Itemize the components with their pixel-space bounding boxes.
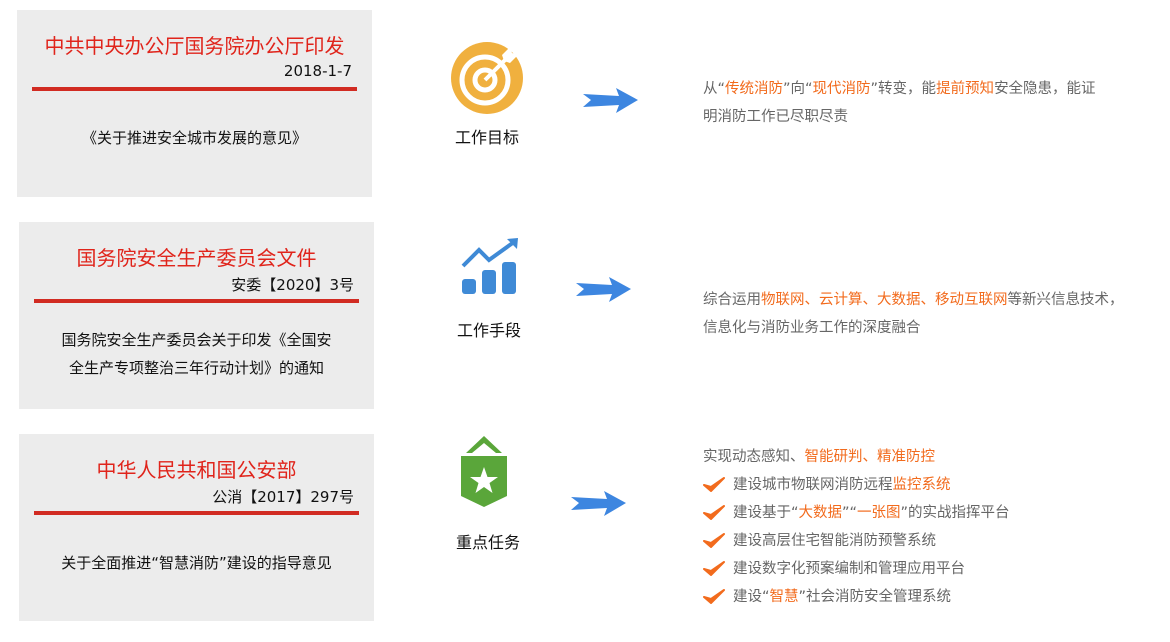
text-segment: 建设数字化预案编制和管理应用平台 bbox=[733, 561, 965, 577]
highlight-text: 现代消防 bbox=[812, 81, 871, 97]
text-segment: 从“ bbox=[703, 81, 726, 97]
document-body: 《关于推进安全城市发展的意见》 bbox=[27, 124, 362, 152]
arrow-right-icon bbox=[571, 491, 626, 516]
document-number: 安委【2020】3号 bbox=[231, 276, 354, 294]
checkmark-icon bbox=[703, 561, 725, 576]
document-body: 国务院安全生产委员会关于印发《全国安全生产专项整治三年行动计划》的通知 bbox=[29, 326, 364, 382]
text-segment: 明消防工作已尽职尽责 bbox=[703, 109, 848, 125]
text-segment: ”社会消防安全管理系统 bbox=[798, 589, 952, 605]
goal-description: 从“传统消防”向“现代消防”转变，能提前预知安全隐患，能证明消防工作已尽职尽责 bbox=[703, 75, 1170, 131]
highlight-text: 传统消防 bbox=[725, 81, 784, 97]
divider bbox=[34, 299, 359, 303]
description-line: 信息化与消防业务工作的深度融合 bbox=[703, 314, 1170, 342]
task-item: 建设数字化预案编制和管理应用平台 bbox=[703, 555, 1170, 583]
highlight-text: 一张图 bbox=[857, 505, 901, 521]
document-card-3: 中华人民共和国公安部 公消【2017】297号 关于全面推进“智慧消防”建设的指… bbox=[19, 434, 374, 621]
highlight-text: 物联网、云计算、大数据、移动互联网 bbox=[761, 292, 1008, 308]
description-line: 实现动态感知、智能研判、精准防控 bbox=[703, 443, 1170, 471]
text-segment: 安全隐患，能证 bbox=[994, 81, 1096, 97]
checkmark-icon bbox=[703, 505, 725, 520]
highlight-text: 大数据 bbox=[798, 505, 843, 521]
growth-chart-icon bbox=[461, 238, 518, 294]
text-segment: 建设基于“ bbox=[733, 505, 799, 521]
text-segment: ”转变，能 bbox=[870, 81, 937, 97]
highlight-text: 智能研判、精准防控 bbox=[804, 449, 936, 465]
document-name-line: 国务院安全生产委员会关于印发《全国安 bbox=[61, 331, 332, 349]
document-issuer: 中共中央办公厅国务院办公厅印发 bbox=[44, 34, 345, 58]
tasks-description: 实现动态感知、智能研判、精准防控建设城市物联网消防远程监控系统建设基于“大数据”… bbox=[703, 443, 1170, 611]
document-issuer: 国务院安全生产委员会文件 bbox=[76, 246, 317, 270]
arrow-right-icon bbox=[576, 277, 631, 302]
divider bbox=[34, 511, 359, 515]
text-segment: 实现动态感知、 bbox=[703, 449, 805, 465]
stage-label: 工作目标 bbox=[454, 128, 519, 147]
target-icon bbox=[451, 42, 523, 114]
text-segment: 建设高层住宅智能消防预警系统 bbox=[733, 533, 936, 549]
star-badge-icon bbox=[461, 436, 507, 507]
document-name: 关于全面推进“智慧消防”建设的指导意见 bbox=[61, 554, 332, 572]
document-body: 关于全面推进“智慧消防”建设的指导意见 bbox=[29, 549, 364, 577]
document-date: 2018-1-7 bbox=[283, 62, 352, 80]
document-number: 公消【2017】297号 bbox=[212, 488, 354, 506]
document-issuer: 中华人民共和国公安部 bbox=[96, 458, 297, 482]
text-segment: ”“ bbox=[842, 505, 858, 521]
description-line: 从“传统消防”向“现代消防”转变，能提前预知安全隐患，能证 bbox=[703, 75, 1170, 103]
document-card-1: 中共中央办公厅国务院办公厅印发 2018-1-7 《关于推进安全城市发展的意见》 bbox=[17, 10, 372, 197]
highlight-text: 提前预知 bbox=[936, 81, 995, 97]
task-item: 建设基于“大数据”“一张图”的实战指挥平台 bbox=[703, 499, 1170, 527]
text-segment: 信息化与消防业务工作的深度融合 bbox=[703, 320, 921, 336]
task-item: 建设“智慧”社会消防安全管理系统 bbox=[703, 583, 1170, 611]
arrow-right-icon bbox=[583, 88, 638, 113]
highlight-text: 智慧 bbox=[769, 589, 799, 605]
stage-label: 重点任务 bbox=[455, 533, 520, 552]
document-name: 《关于推进安全城市发展的意见》 bbox=[81, 129, 307, 147]
checkmark-icon bbox=[703, 477, 725, 492]
checkmark-icon bbox=[703, 533, 725, 548]
text-segment: 等新兴信息技术， bbox=[1007, 292, 1124, 308]
text-segment: 综合运用 bbox=[703, 292, 761, 308]
divider bbox=[32, 87, 357, 91]
text-segment: 建设城市物联网消防远程 bbox=[733, 477, 893, 493]
description-line: 明消防工作已尽职尽责 bbox=[703, 103, 1170, 131]
description-line: 综合运用物联网、云计算、大数据、移动互联网等新兴信息技术， bbox=[703, 286, 1170, 314]
task-item: 建设城市物联网消防远程监控系统 bbox=[703, 471, 1170, 499]
means-description: 综合运用物联网、云计算、大数据、移动互联网等新兴信息技术， 信息化与消防业务工作的… bbox=[703, 286, 1170, 342]
stage-label: 工作手段 bbox=[456, 321, 521, 340]
checkmark-icon bbox=[703, 589, 725, 604]
document-name-line: 全生产专项整治三年行动计划》的通知 bbox=[68, 359, 324, 377]
text-segment: 建设“ bbox=[733, 589, 770, 605]
document-card-2: 国务院安全生产委员会文件 安委【2020】3号 国务院安全生产委员会关于印发《全… bbox=[19, 222, 374, 409]
text-segment: ”向“ bbox=[783, 81, 813, 97]
task-item: 建设高层住宅智能消防预警系统 bbox=[703, 527, 1170, 555]
text-segment: ”的实战指挥平台 bbox=[900, 505, 1010, 521]
highlight-text: 监控系统 bbox=[892, 477, 951, 493]
